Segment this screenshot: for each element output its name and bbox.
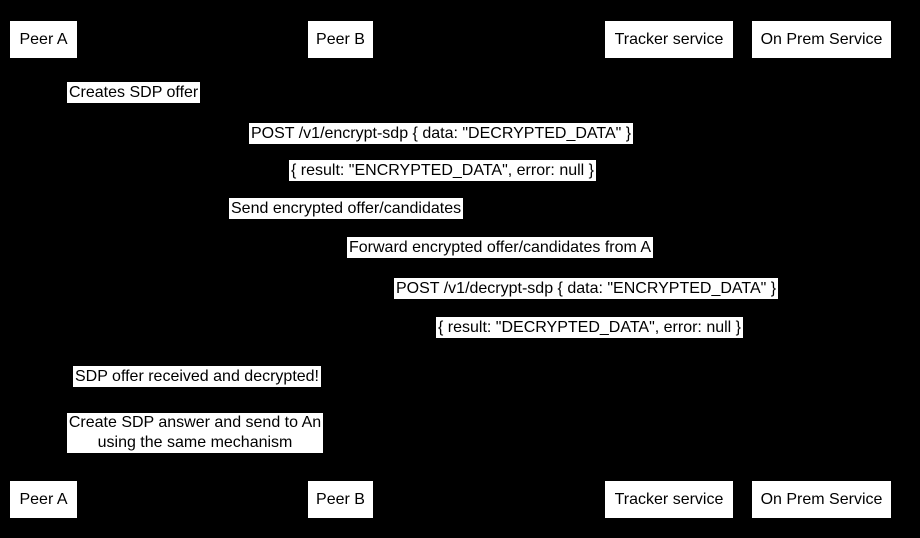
message-send-encrypted-offer: Send encrypted offer/candidates	[229, 198, 464, 219]
participant-on-prem-service-top: On Prem Service	[752, 21, 891, 58]
participant-tracker-service-bottom: Tracker service	[605, 481, 733, 518]
participant-on-prem-service-bottom: On Prem Service	[752, 481, 891, 518]
note-create-sdp-answer: Create SDP answer and send to An using t…	[67, 413, 323, 453]
participant-peer-b-top: Peer B	[308, 21, 373, 58]
participant-tracker-service-top: Tracker service	[605, 21, 733, 58]
message-post-decrypt-sdp: POST /v1/decrypt-sdp { data: "ENCRYPTED_…	[394, 278, 779, 299]
message-decrypt-result: { result: "DECRYPTED_DATA", error: null …	[436, 317, 744, 338]
participant-peer-a-bottom: Peer A	[10, 481, 77, 518]
participant-peer-b-bottom: Peer B	[308, 481, 373, 518]
participant-peer-a-top: Peer A	[10, 21, 77, 58]
message-post-encrypt-sdp: POST /v1/encrypt-sdp { data: "DECRYPTED_…	[249, 123, 634, 144]
message-encrypt-result: { result: "ENCRYPTED_DATA", error: null …	[289, 160, 597, 181]
message-forward-encrypted-offer: Forward encrypted offer/candidates from …	[347, 237, 654, 258]
message-sdp-offer-received: SDP offer received and decrypted!	[73, 366, 321, 387]
message-creates-sdp-offer: Creates SDP offer	[67, 82, 201, 103]
